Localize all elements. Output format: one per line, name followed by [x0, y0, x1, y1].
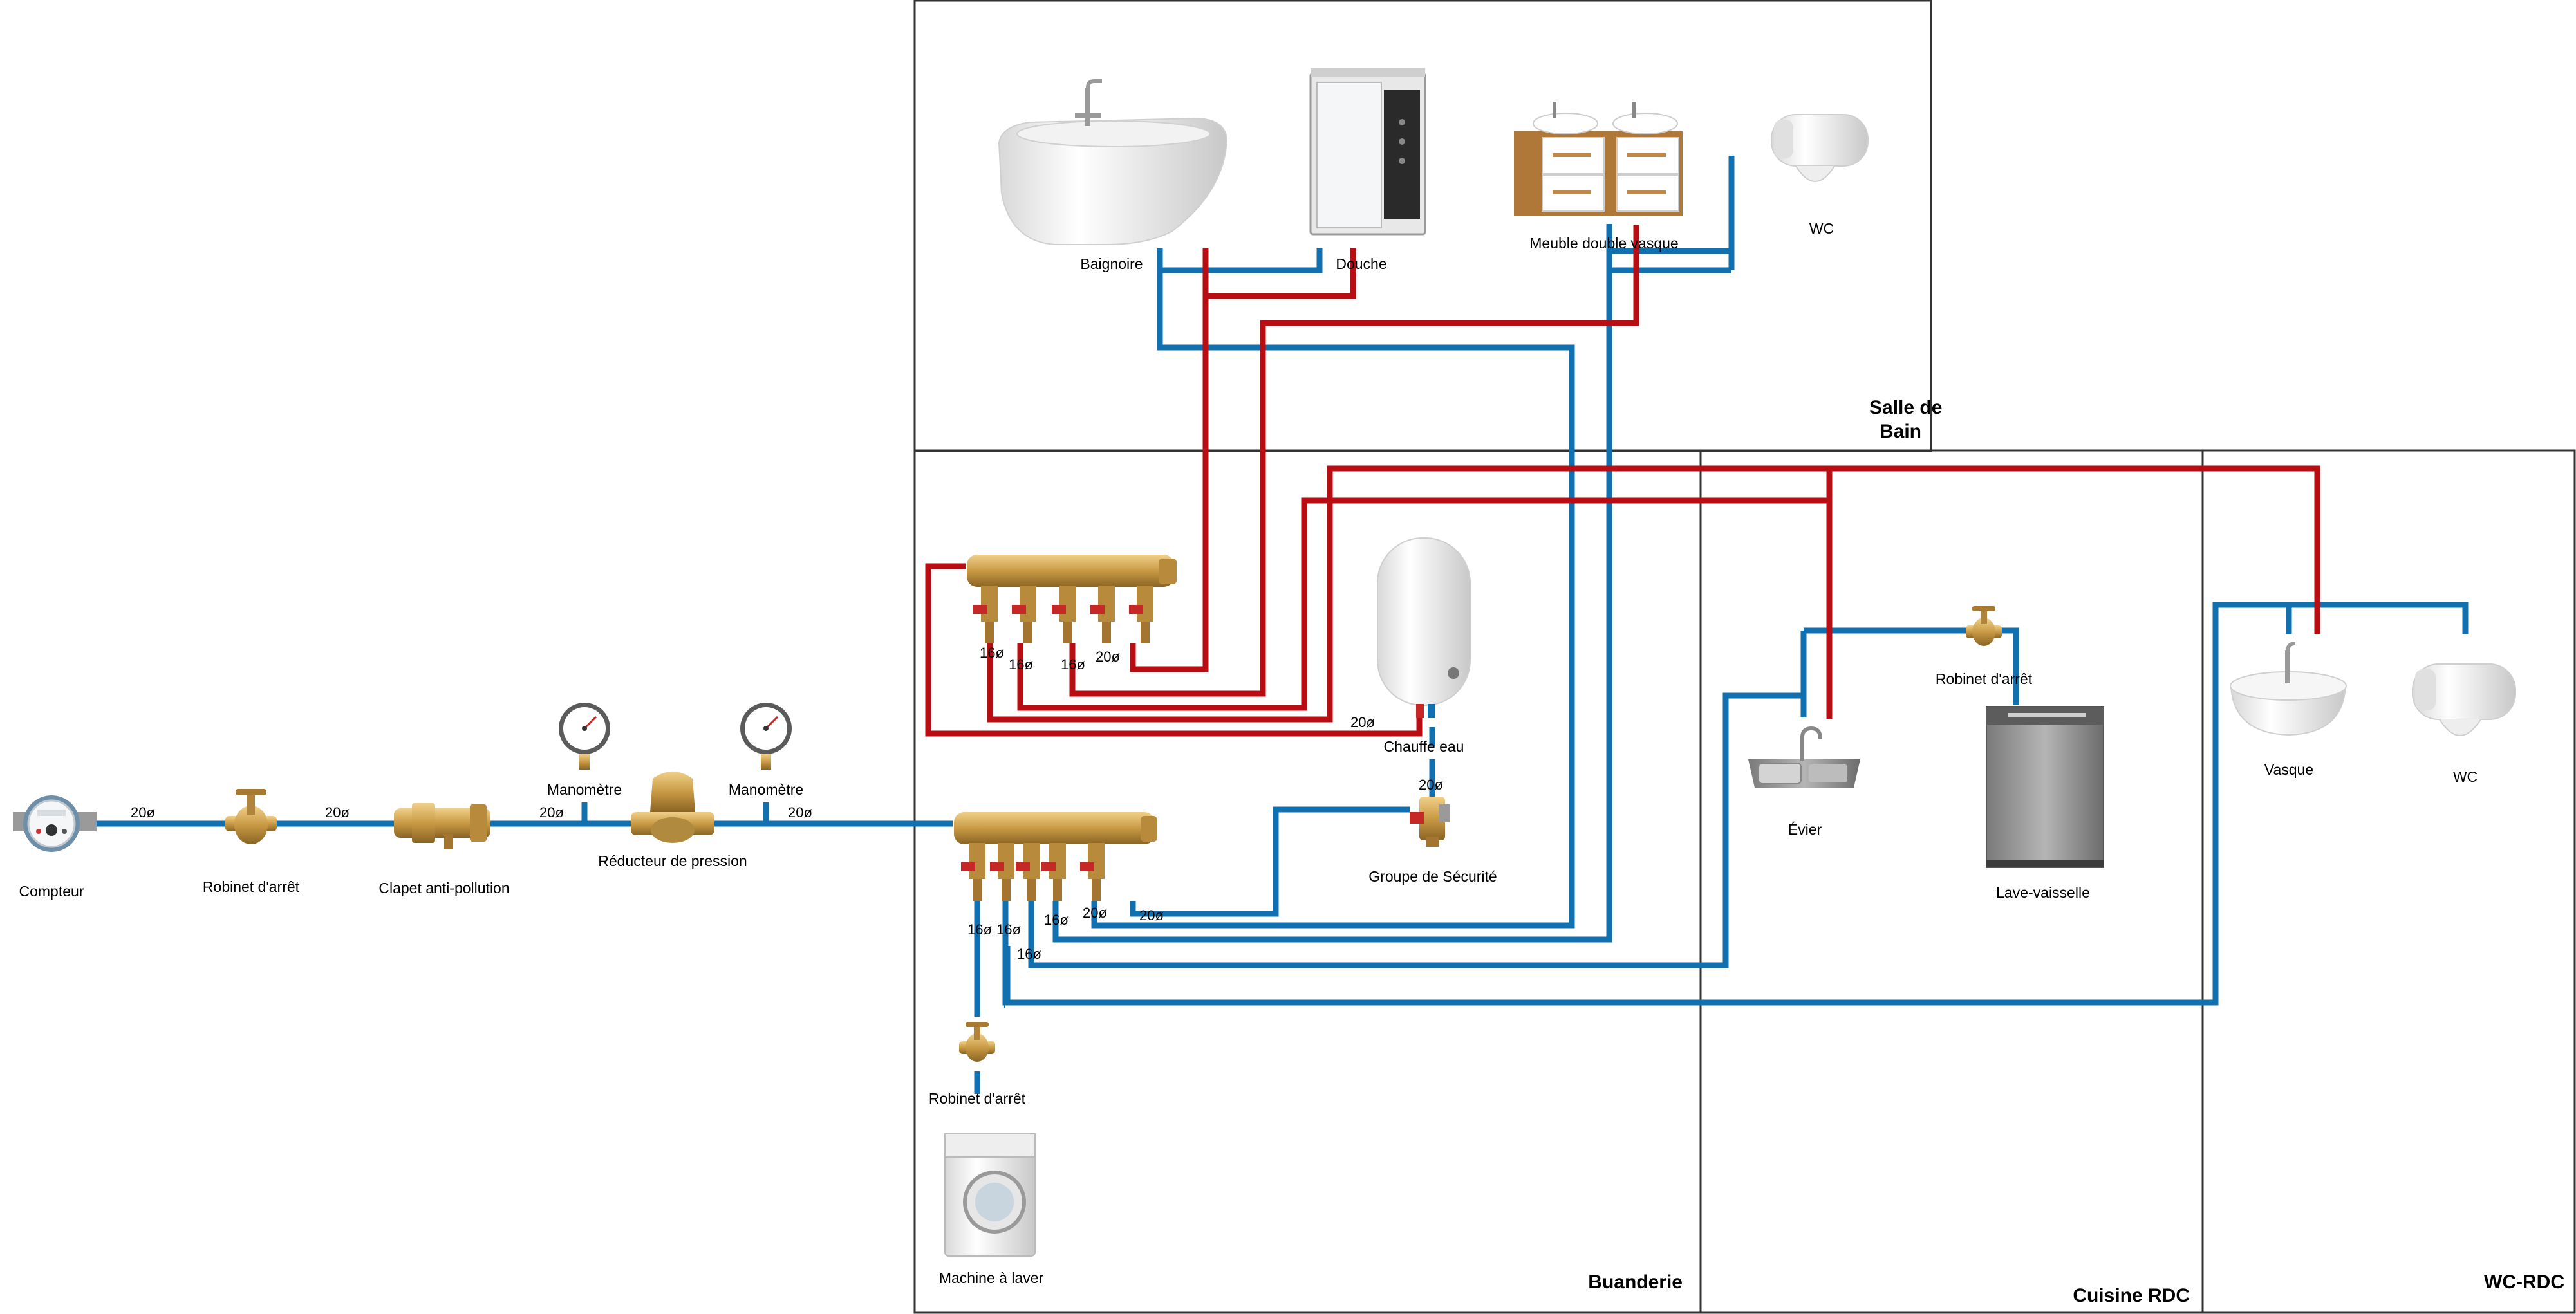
hot-pipe-meuble [1069, 225, 1639, 697]
hot-water-manifold-icon [967, 555, 1177, 643]
room-walls [913, 0, 2576, 1314]
label-clapet: Clapet anti-pollution [378, 880, 509, 896]
label-groupe-securite: Groupe de Sécurité [1368, 868, 1497, 885]
label-compteur: Compteur [19, 883, 84, 900]
washbasin-icon [2230, 642, 2347, 736]
label-reducteur: Réducteur de pression [598, 853, 747, 869]
dia-hot-3: 16ø [1061, 656, 1085, 672]
cold-water-pipes [97, 156, 2469, 1094]
washing-machine-icon [944, 1133, 1036, 1257]
label-machine-a-laver: Machine à laver [939, 1270, 1044, 1286]
water-meter-icon [13, 795, 97, 852]
label-wc-sdb: WC [1809, 220, 1834, 237]
toilet-icon [2412, 663, 2516, 736]
label-robinet-arret-cuisine: Robinet d'arrêt [1936, 671, 2033, 687]
bathtub-icon [998, 79, 1228, 245]
kitchen-sink-icon [1748, 726, 1860, 788]
room-label-cuisine: Cuisine RDC [2073, 1285, 2190, 1306]
check-valve-icon [394, 803, 490, 849]
hot-pipe-wc-rdc [987, 465, 1833, 723]
stop-valve-icon [225, 789, 277, 844]
dia-cold-5: 20ø [1083, 905, 1107, 921]
pressure-reducer-icon [631, 772, 714, 843]
dia-d4: 20ø [788, 804, 812, 820]
label-wc-rdc: WC [2453, 768, 2478, 785]
dia-hot-4: 20ø [1096, 649, 1120, 665]
dishwasher-icon [1986, 706, 2104, 868]
label-douche: Douche [1336, 255, 1386, 272]
dia-cold-6: 20ø [1139, 907, 1164, 923]
label-evier: Évier [1788, 821, 1822, 838]
double-vanity-icon [1514, 102, 1683, 216]
hot-pipe-chauffe-eau-out [925, 563, 1423, 737]
room-label-salle-de-bain-line2: Bain [1880, 421, 1921, 442]
cold-pipe-baignoire-douche [1091, 248, 1575, 929]
diameter-labels: 20ø 20ø 20ø 20ø 16ø 16ø 16ø 20ø 20ø 16ø … [131, 645, 1443, 962]
room-label-salle-de-bain-line1: Salle de [1869, 397, 1942, 418]
water-heater-icon [1377, 537, 1471, 718]
label-chauffe-eau: Chauffe eau [1384, 738, 1464, 755]
dia-groupe: 20ø [1419, 777, 1443, 793]
stop-valve-icon [959, 1022, 995, 1062]
pressure-gauge-icon [559, 703, 610, 770]
label-lave-vaisselle: Lave-vaisselle [1996, 884, 2090, 901]
dia-hot-2: 16ø [1009, 656, 1033, 672]
dia-d2: 20ø [325, 804, 350, 820]
dia-hot-1: 16ø [980, 645, 1004, 661]
dia-hot-5: 20ø [1350, 714, 1375, 730]
label-manometre-2: Manomètre [729, 781, 803, 798]
label-meuble-double-vasque: Meuble double vasque [1529, 235, 1678, 252]
label-baignoire: Baignoire [1080, 255, 1143, 272]
toilet-icon [1771, 114, 1869, 182]
dia-cold-3: 16ø [1017, 946, 1041, 962]
pressure-gauge-icon [740, 703, 792, 770]
cold-pipe-wc-rdc [1002, 602, 2469, 1006]
hot-pipe-evier [1304, 497, 1833, 719]
label-robinet-arret-lave: Robinet d'arrêt [929, 1090, 1026, 1107]
shower-cabin-icon [1309, 68, 1426, 236]
wall-ground-floor [913, 449, 2576, 1314]
label-robinet-arret-1: Robinet d'arrêt [203, 878, 300, 895]
cold-water-manifold-icon [954, 812, 1157, 901]
dia-d3: 20ø [539, 804, 564, 820]
hot-pipe-baignoire-douche [1130, 248, 1356, 672]
hot-pipe-vasque [1330, 465, 2320, 634]
label-vasque: Vasque [2264, 761, 2313, 778]
dia-cold-2: 16ø [996, 921, 1021, 938]
room-label-buanderie: Buanderie [1588, 1272, 1683, 1293]
cold-pipe-cuisine [1028, 625, 2019, 968]
hot-water-pipes [925, 225, 2320, 737]
dia-d1: 20ø [131, 804, 155, 820]
stop-valve-icon [1966, 606, 2002, 646]
dia-cold-4: 16ø [1044, 912, 1069, 928]
safety-group-icon [1410, 797, 1450, 847]
label-manometre-1: Manomètre [547, 781, 622, 798]
room-label-wc-rdc: WC-RDC [2484, 1272, 2564, 1293]
dia-cold-1: 16ø [967, 921, 992, 938]
cold-pipe-groupe [1130, 806, 1410, 917]
